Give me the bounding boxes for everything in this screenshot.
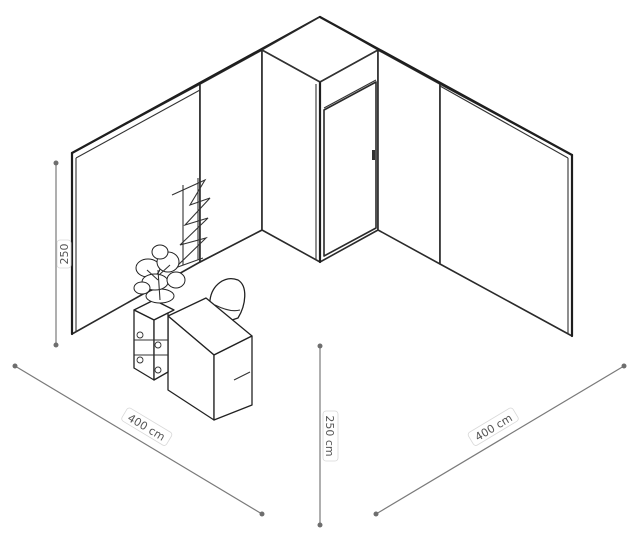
brochure-rack: [171, 178, 211, 269]
dimension-height-left: 250: [53, 160, 72, 348]
right-wall: [318, 15, 574, 338]
dimension-height-center: 250 cm: [317, 343, 339, 528]
counter: [167, 297, 253, 421]
door-handle: [372, 150, 375, 160]
dimension-width-right: 400 cm: [373, 363, 627, 517]
storage-door: [323, 81, 377, 257]
height-center-label: 250 cm: [323, 415, 336, 456]
shelf-unit: [133, 299, 175, 381]
height-left-label: 250: [58, 244, 71, 265]
storage-room: [260, 16, 380, 264]
plant: [133, 244, 186, 304]
